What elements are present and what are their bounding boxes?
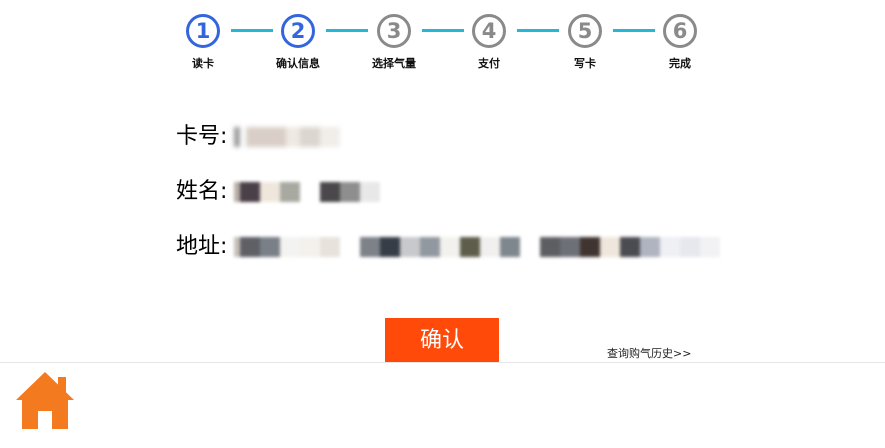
card-number-redacted: [234, 122, 354, 152]
step-connector: [326, 29, 368, 32]
step-1: 1 读卡: [173, 14, 233, 71]
step-connector: [613, 29, 655, 32]
step-3: 3 选择气量: [364, 14, 424, 71]
step-number: 6: [663, 14, 697, 48]
step-4: 4 支付: [459, 14, 519, 71]
address-redacted: [234, 232, 724, 262]
card-number-label: 卡号:: [176, 124, 228, 149]
footer-bar: [0, 362, 885, 448]
step-progress: 1 读卡 2 确认信息 3 选择气量 4 支付 5 写卡 6 完成: [186, 14, 698, 70]
step-number: 4: [472, 14, 506, 48]
name-label: 姓名:: [176, 179, 228, 204]
step-number: 3: [377, 14, 411, 48]
card-number-row: 卡号:: [176, 122, 227, 152]
step-connector: [231, 29, 273, 32]
step-connector: [517, 29, 559, 32]
step-5: 5 写卡: [555, 14, 615, 71]
name-row: 姓名:: [176, 177, 227, 207]
step-2: 2 确认信息: [268, 14, 328, 71]
step-label: 写卡: [574, 57, 596, 70]
step-number: 1: [186, 14, 220, 48]
address-label: 地址:: [176, 234, 228, 259]
step-number: 2: [281, 14, 315, 48]
step-label: 完成: [669, 57, 691, 70]
home-icon[interactable]: [14, 369, 76, 431]
address-row: 地址:: [176, 232, 227, 262]
step-label: 选择气量: [372, 57, 416, 70]
confirm-button[interactable]: 确认: [385, 318, 499, 362]
purchase-history-link[interactable]: 查询购气历史>>: [607, 347, 692, 360]
step-label: 读卡: [192, 57, 214, 70]
name-redacted: [234, 177, 394, 207]
step-label: 确认信息: [276, 57, 320, 70]
step-connector: [422, 29, 464, 32]
step-6: 6 完成: [650, 14, 710, 71]
step-number: 5: [568, 14, 602, 48]
step-label: 支付: [478, 57, 500, 70]
